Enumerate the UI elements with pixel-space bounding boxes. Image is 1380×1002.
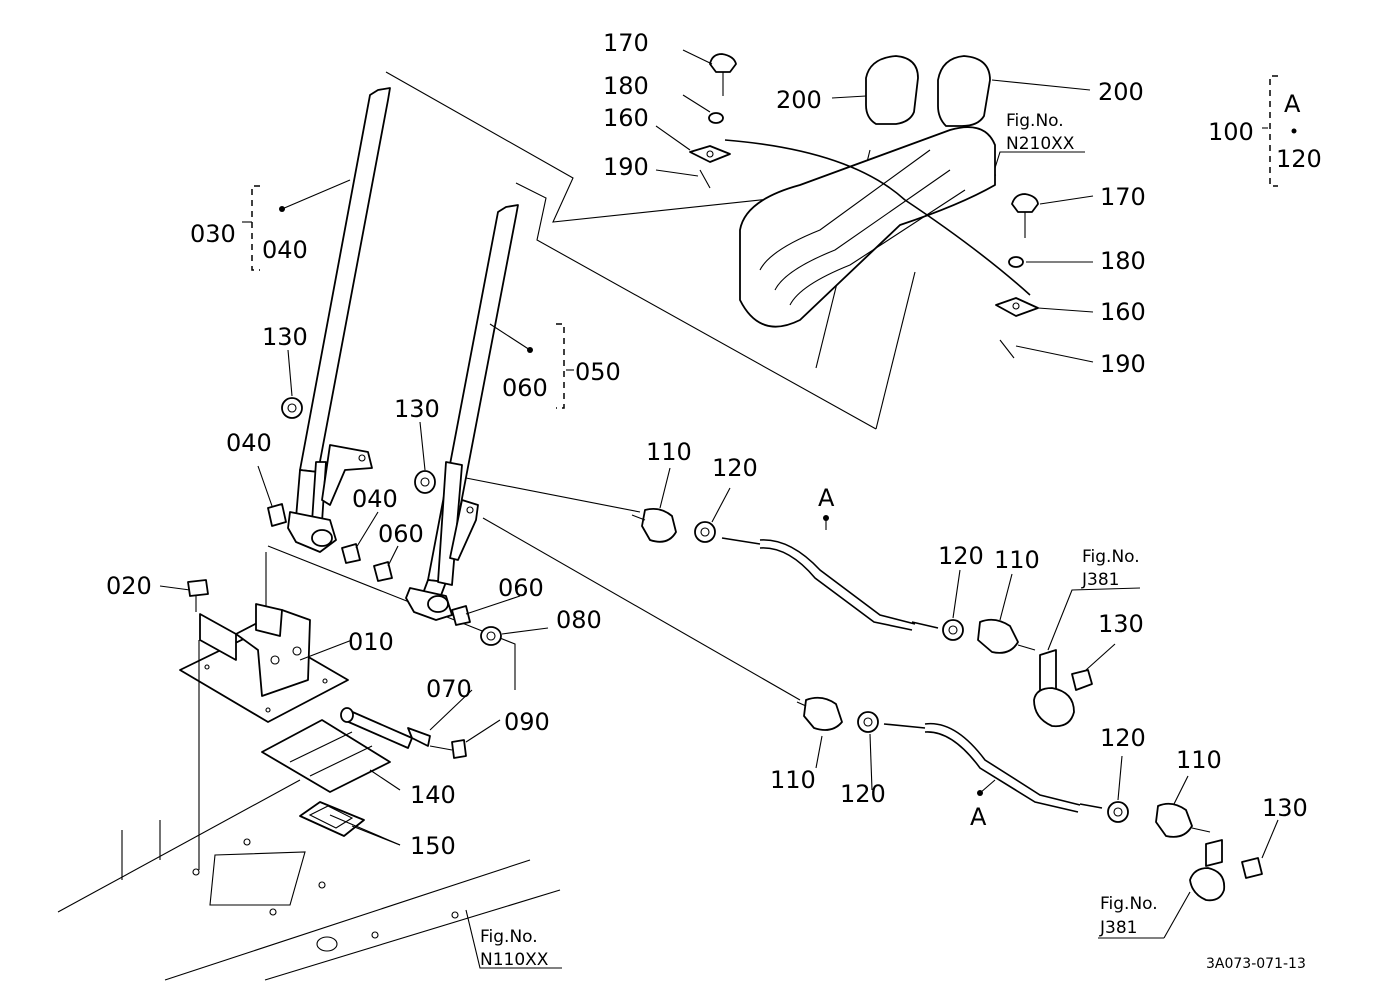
label-160-top: 160 (603, 104, 649, 132)
fig-j381-top-label: Fig.No. (1082, 547, 1140, 567)
pedal-cover-left (865, 55, 919, 125)
label-070: 070 (426, 675, 472, 703)
label-110-b: 110 (994, 546, 1040, 574)
label-bracket-120: 120 (1276, 145, 1322, 173)
label-030: 030 (190, 220, 236, 248)
label-090: 090 (504, 708, 550, 736)
figure-references: Fig.No. N210XX Fig.No. J381 Fig.No. J381… (480, 111, 1306, 972)
label-130-d: 130 (1262, 794, 1308, 822)
bracket-010 (179, 603, 349, 723)
label-110-a: 110 (646, 438, 692, 466)
label-120-d: 120 (1100, 724, 1146, 752)
fig-n210-number: N210XX (1006, 134, 1075, 154)
floor-plate (57, 779, 561, 981)
knob-170-top (689, 53, 737, 189)
label-170-right: 170 (1100, 183, 1146, 211)
cushion-150 (299, 801, 365, 837)
label-bracket-a: A (1284, 90, 1301, 118)
lever-left (287, 87, 391, 553)
label-170-top: 170 (603, 29, 649, 57)
label-100: 100 (1208, 118, 1254, 146)
label-040-a: 040 (226, 429, 272, 457)
label-050: 050 (575, 358, 621, 386)
label-200-right: 200 (1098, 78, 1144, 106)
fig-n110-label: Fig.No. (480, 927, 538, 947)
bolt-020 (187, 579, 209, 870)
pedal-plate (739, 126, 996, 328)
label-080: 080 (556, 606, 602, 634)
fig-j381-top-number: J381 (1081, 570, 1119, 590)
label-060-bracket: 060 (502, 374, 548, 402)
label-130-mid: 130 (394, 395, 440, 423)
fig-n210-label: Fig.No. (1006, 111, 1064, 131)
label-120-b: 120 (938, 542, 984, 570)
label-cable-a1: A (818, 484, 835, 512)
plate-140 (261, 719, 391, 793)
bolt-090 (429, 739, 467, 759)
label-cable-a2: A (970, 803, 987, 831)
label-160-right: 160 (1100, 298, 1146, 326)
label-190-top: 190 (603, 153, 649, 181)
label-110-d: 110 (1176, 746, 1222, 774)
part-labels: 170 180 160 190 200 200 170 180 160 190 … (106, 29, 1322, 860)
pedal-cover-right (937, 55, 991, 127)
label-110-c: 110 (770, 766, 816, 794)
label-130-b: 130 (1098, 610, 1144, 638)
fig-n110-number: N110XX (480, 950, 549, 970)
label-020: 020 (106, 572, 152, 600)
lever-right (405, 204, 519, 621)
drawing-number: 3A073-071-13 (1206, 956, 1306, 972)
label-140: 140 (410, 781, 456, 809)
label-010: 010 (348, 628, 394, 656)
label-040-b: 040 (352, 485, 398, 513)
label-060-a: 060 (378, 520, 424, 548)
label-190-right: 190 (1100, 350, 1146, 378)
cable-lower (796, 696, 1263, 902)
label-200-left: 200 (776, 86, 822, 114)
label-150: 150 (410, 832, 456, 860)
pin-070 (340, 707, 431, 749)
bushings (267, 397, 502, 646)
label-040-bracket: 040 (262, 236, 308, 264)
label-120-a: 120 (712, 454, 758, 482)
label-180-top: 180 (603, 72, 649, 100)
fig-j381-bottom-label: Fig.No. (1100, 894, 1158, 914)
label-180-right: 180 (1100, 247, 1146, 275)
cable-upper (631, 507, 1093, 728)
label-060-b: 060 (498, 574, 544, 602)
knob-170-right (995, 193, 1039, 359)
label-120-c: 120 (840, 780, 886, 808)
label-130-left: 130 (262, 323, 308, 351)
fig-j381-bottom-number: J381 (1099, 918, 1137, 938)
leader-lines (159, 49, 1279, 969)
